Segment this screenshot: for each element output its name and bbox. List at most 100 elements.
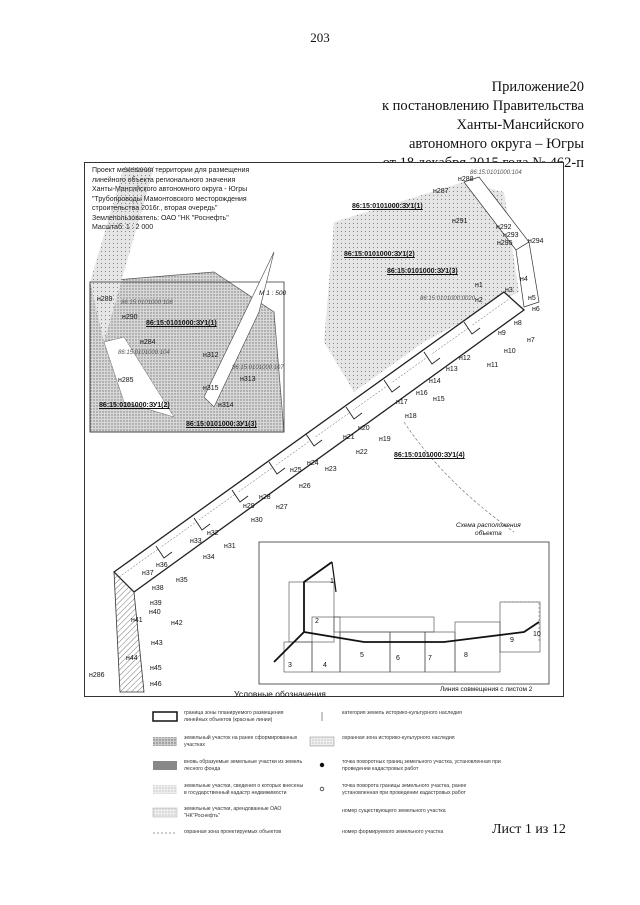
cadastral-map <box>84 162 564 697</box>
point-label: н39 <box>150 600 162 607</box>
point-label: н38 <box>152 585 164 592</box>
point-label: н10 <box>504 348 516 355</box>
appendix-line-3: Ханты-Мансийского <box>456 117 584 133</box>
point-label: н15 <box>433 396 445 403</box>
point-label: н45 <box>150 665 162 672</box>
point-label: н35 <box>176 577 188 584</box>
point-label: н292 <box>496 224 512 231</box>
legend-item-10: точка поворота границы земельного участк… <box>342 783 467 796</box>
schema-sheet-1: 1 <box>330 578 334 585</box>
point-label: н5 <box>528 295 536 302</box>
point-label: н40 <box>149 609 161 616</box>
cadastral-zu1-2-inset: 86:15:0101000:ЗУ1(2) <box>99 402 170 409</box>
point-label: н21 <box>343 434 355 441</box>
gray-cadastral-b: 86:15:0101000:106 <box>121 300 173 306</box>
point-label: н33 <box>190 538 202 545</box>
point-label: н28 <box>259 494 271 501</box>
legend-title: Условные обозначения <box>234 689 326 699</box>
point-label: н26 <box>299 483 311 490</box>
point-label: н17 <box>396 399 408 406</box>
point-label: н8 <box>514 320 522 327</box>
point-label: н13 <box>446 366 458 373</box>
page-number: 203 <box>310 30 330 45</box>
point-label: н34 <box>203 554 215 561</box>
location-schema <box>258 541 550 685</box>
appendix-line-1: Приложение20 <box>491 79 584 95</box>
point-label: н11 <box>487 362 499 369</box>
point-label: н2 <box>475 297 483 304</box>
schema-sheet-2: 2 <box>315 618 319 625</box>
point-label: н31 <box>224 543 236 550</box>
point-label: н284 <box>140 339 156 346</box>
point-label: н37 <box>142 570 154 577</box>
point-label: н286 <box>89 672 105 679</box>
point-label: н20 <box>358 425 370 432</box>
map-info-line-6: Землепользователь: ОАО "НК "Роснефть" <box>92 214 229 222</box>
point-label: н9 <box>498 330 506 337</box>
point-label: н12 <box>459 355 471 362</box>
schema-sheet-7: 7 <box>428 655 432 662</box>
point-label: н4 <box>520 276 528 283</box>
appendix-header: Приложение20 к постановлению Правительст… <box>382 78 584 173</box>
point-label: н23 <box>325 466 337 473</box>
legend-item-5: земельные участки, арендованные ОАО "НК"… <box>184 806 282 819</box>
gray-cadastral-e: 86:15:0101000:0020 <box>420 296 476 302</box>
point-label: н287 <box>433 188 449 195</box>
appendix-line-4: автономного округа – Югры <box>408 136 584 152</box>
map-info-line-7: Масштаб: 1 : 2 000 <box>92 224 154 231</box>
point-label: н288 <box>458 176 474 183</box>
schema-sheet-10: 10 <box>533 631 541 638</box>
point-label: н29 <box>243 503 255 510</box>
schema-sheet-4: 4 <box>323 662 327 669</box>
point-label: н293 <box>503 232 519 239</box>
point-label: н314 <box>218 402 234 409</box>
point-label: н18 <box>405 413 417 420</box>
point-label: н22 <box>356 449 368 456</box>
map-info-line-1: Проект межевания территории для размещен… <box>92 167 250 174</box>
gray-cadastral-d: 86:15:0101000:107 <box>232 365 284 371</box>
point-label: н30 <box>251 517 263 524</box>
legend-item-11: номер существующего земельного участка <box>342 808 446 814</box>
map-info: Проект межевания территории для размещен… <box>92 166 292 233</box>
cadastral-zu1-1-top: 86:15:0101000:ЗУ1(1) <box>352 203 423 210</box>
legend-item-7: категория земель историко-культурного на… <box>342 710 462 716</box>
cadastral-zu1-2-top: 86:15:0101000:ЗУ1(2) <box>344 251 415 258</box>
legend-item-6: охранная зона проектируемых объектов <box>184 829 282 835</box>
point-label: н41 <box>131 617 143 624</box>
cadastral-zu1-4: 86:15:0101000:ЗУ1(4) <box>394 452 465 459</box>
vertical-strip <box>113 570 145 693</box>
forest-area-left-edge <box>90 167 154 342</box>
schema-title-line-1: Схема расположения <box>456 522 521 529</box>
point-label: н291 <box>452 218 468 225</box>
point-label: н14 <box>429 378 441 385</box>
legend-item-2: земельный участок на ранее сформированны… <box>184 735 298 748</box>
point-label: н24 <box>307 460 319 467</box>
legend-swatches <box>152 711 335 834</box>
inset-scale: М 1 : 500 <box>259 290 287 297</box>
schema-sheet-6: 6 <box>396 655 400 662</box>
forest-area-top <box>324 182 519 392</box>
legend-item-1: граница зоны планируемого размещения лин… <box>184 710 284 723</box>
point-label: н285 <box>118 377 134 384</box>
schema-sheet-3: 3 <box>288 662 292 669</box>
point-label: н290 <box>122 314 138 321</box>
legend-item-12: номер формируемого земельного участка <box>342 829 444 835</box>
point-label: н43 <box>151 640 163 647</box>
junction-label: Линия совмещения с листом 2 <box>440 686 533 693</box>
legend-item-8: охранная зона историко-культурного насле… <box>342 735 455 741</box>
appendix-line-2: к постановлению Правительства <box>382 98 584 114</box>
point-label: н7 <box>527 337 535 344</box>
schema-sheet-5: 5 <box>360 652 364 659</box>
point-label: н315 <box>203 385 219 392</box>
point-label: н44 <box>126 655 138 662</box>
map-info-line-4: "Трубопроводы Мамонтовского месторождени… <box>92 195 247 203</box>
point-label: н294 <box>528 238 544 245</box>
point-label: н3 <box>505 287 513 294</box>
point-label: н295 <box>497 240 513 247</box>
point-label: н42 <box>171 620 183 627</box>
map-info-line-5: строительства 2016г., вторая очередь" <box>92 205 218 212</box>
point-label: н32 <box>207 530 219 537</box>
legend-item-3: вновь образуемые земельные участки из зе… <box>184 759 303 772</box>
gray-cadastral-a: 86:15:0101000:104 <box>470 170 522 176</box>
cadastral-zu1-3-top: 86:15:0101000:ЗУ1(3) <box>387 268 458 275</box>
